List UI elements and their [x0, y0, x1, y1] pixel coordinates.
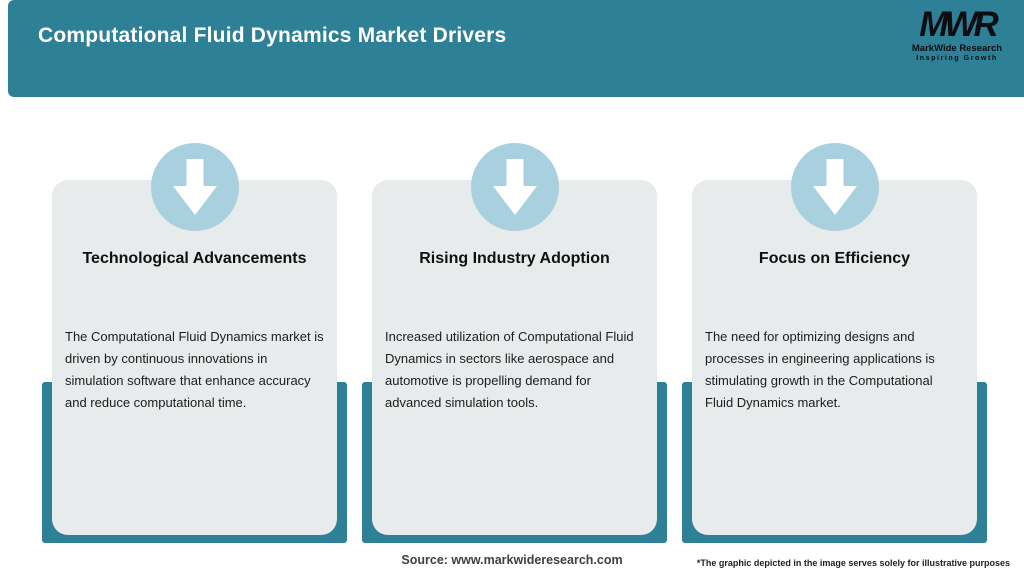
card-description: The Computational Fluid Dynamics market …	[65, 329, 324, 410]
card-title: Technological Advancements	[82, 250, 307, 267]
source-text: Source: www.markwideresearch.com	[401, 553, 623, 567]
card-panel: Focus on Efficiency The need for optimiz…	[692, 180, 977, 535]
card-title: Rising Industry Adoption	[419, 250, 610, 267]
down-arrow-icon	[790, 143, 879, 231]
driver-card-focus-on-efficiency: Focus on Efficiency The need for optimiz…	[682, 130, 987, 543]
down-arrow-icon	[150, 143, 239, 231]
logo-monogram: MWR	[919, 5, 998, 44]
header-bar: Computational Fluid Dynamics Market Driv…	[8, 0, 1024, 97]
card-description: The need for optimizing designs and proc…	[705, 329, 935, 410]
down-arrow-icon	[470, 143, 559, 231]
driver-card-technological-advancements: Technological Advancements The Computati…	[42, 130, 347, 543]
card-title: Focus on Efficiency	[758, 250, 911, 267]
logo-name: MarkWide Research	[911, 43, 1003, 54]
driver-card-rising-industry-adoption: Rising Industry Adoption Increased utili…	[362, 130, 667, 543]
disclaimer-text: *The graphic depicted in the image serve…	[696, 558, 1010, 568]
logo-tagline: Inspiring Growth	[916, 55, 998, 62]
card-panel: Technological Advancements The Computati…	[52, 180, 337, 535]
page-title: Computational Fluid Dynamics Market Driv…	[38, 24, 507, 47]
card-panel: Rising Industry Adoption Increased utili…	[372, 180, 657, 535]
card-description: Increased utilization of Computational F…	[385, 329, 634, 410]
mwr-logo: MWR MarkWide Research Inspiring Growth	[902, 7, 1012, 63]
